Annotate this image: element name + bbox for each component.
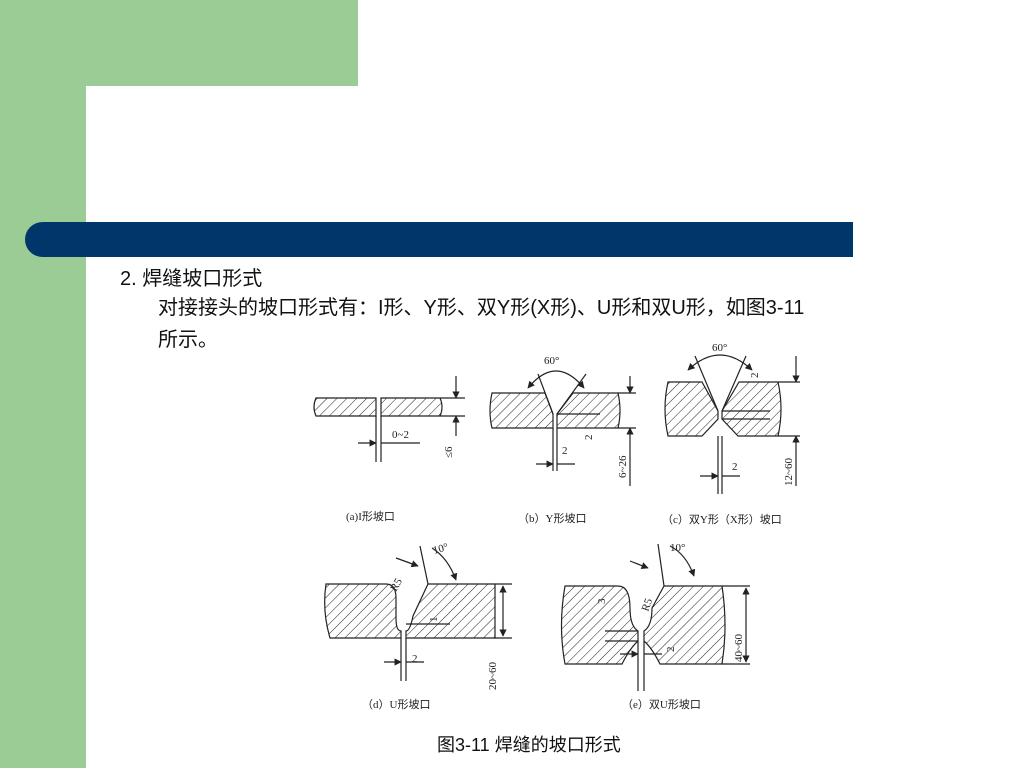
diagram-a-i-groove (313, 376, 465, 462)
diagram-e-gap-label: 2 (665, 647, 677, 653)
diagram-e-caption: （e）双U形坡口 (622, 698, 701, 711)
diagram-c-caption: （c）双Y形（X形）坡口 (662, 513, 782, 526)
diagram-e-angle-label: 10° (670, 542, 685, 554)
groove-diagram: 0~2 ≤6 (a)I形坡口 60° 2 2 6~26 （b）Y形坡口 60° … (313, 342, 800, 711)
diagram-c-root-face-label: 2 (749, 373, 761, 379)
title-bar (25, 222, 853, 257)
diagram-d-u-groove (324, 545, 512, 681)
diagram-b-caption: （b）Y形坡口 (518, 512, 586, 525)
diagram-e-thickness-label: 40~60 (733, 634, 745, 662)
body-paragraph-continued: 所示。 (158, 329, 218, 351)
diagram-d-root-face-label: 1 (428, 617, 440, 623)
diagram-e-root-face-label: 3 (596, 598, 608, 604)
diagram-d-caption: （d）U形坡口 (362, 698, 430, 711)
section-heading: 2. 焊缝坡口形式 (120, 268, 263, 290)
diagram-c-gap-label: 2 (732, 461, 738, 473)
diagram-c-thickness-label: 12~60 (783, 458, 795, 486)
content-panel (86, 86, 1024, 768)
diagram-e-radius-label: R5 (640, 596, 656, 613)
diagram-c-angle-label: 60° (712, 342, 727, 354)
diagram-b-thickness-label: 6~26 (617, 455, 629, 478)
diagram-a-thickness-label: ≤6 (443, 446, 455, 458)
diagram-d-gap-label: 2 (412, 653, 418, 665)
diagram-b-root-face-label: 2 (583, 435, 595, 441)
diagram-b-gap-label: 2 (562, 445, 568, 457)
diagram-b-angle-label: 60° (544, 355, 559, 367)
diagram-a-caption: (a)I形坡口 (346, 510, 395, 523)
background-top-block (86, 0, 358, 86)
background-left-strip (0, 0, 86, 768)
diagram-c-x-groove (664, 354, 800, 494)
diagram-a-gap-label: 0~2 (392, 429, 409, 441)
body-paragraph: 对接接头的坡口形式有：I形、Y形、双Y形(X形)、U形和双U形，如图3-11 (158, 297, 805, 319)
diagram-e-double-u-groove (560, 543, 750, 691)
diagram-d-angle-label: 10° (432, 541, 450, 557)
diagram-d-radius-label: R5 (388, 576, 405, 594)
diagram-d-thickness-label: 20~60 (487, 662, 499, 690)
diagram-b-y-groove (489, 370, 636, 486)
figure-caption: 图3-11 焊缝的坡口形式 (437, 735, 621, 755)
